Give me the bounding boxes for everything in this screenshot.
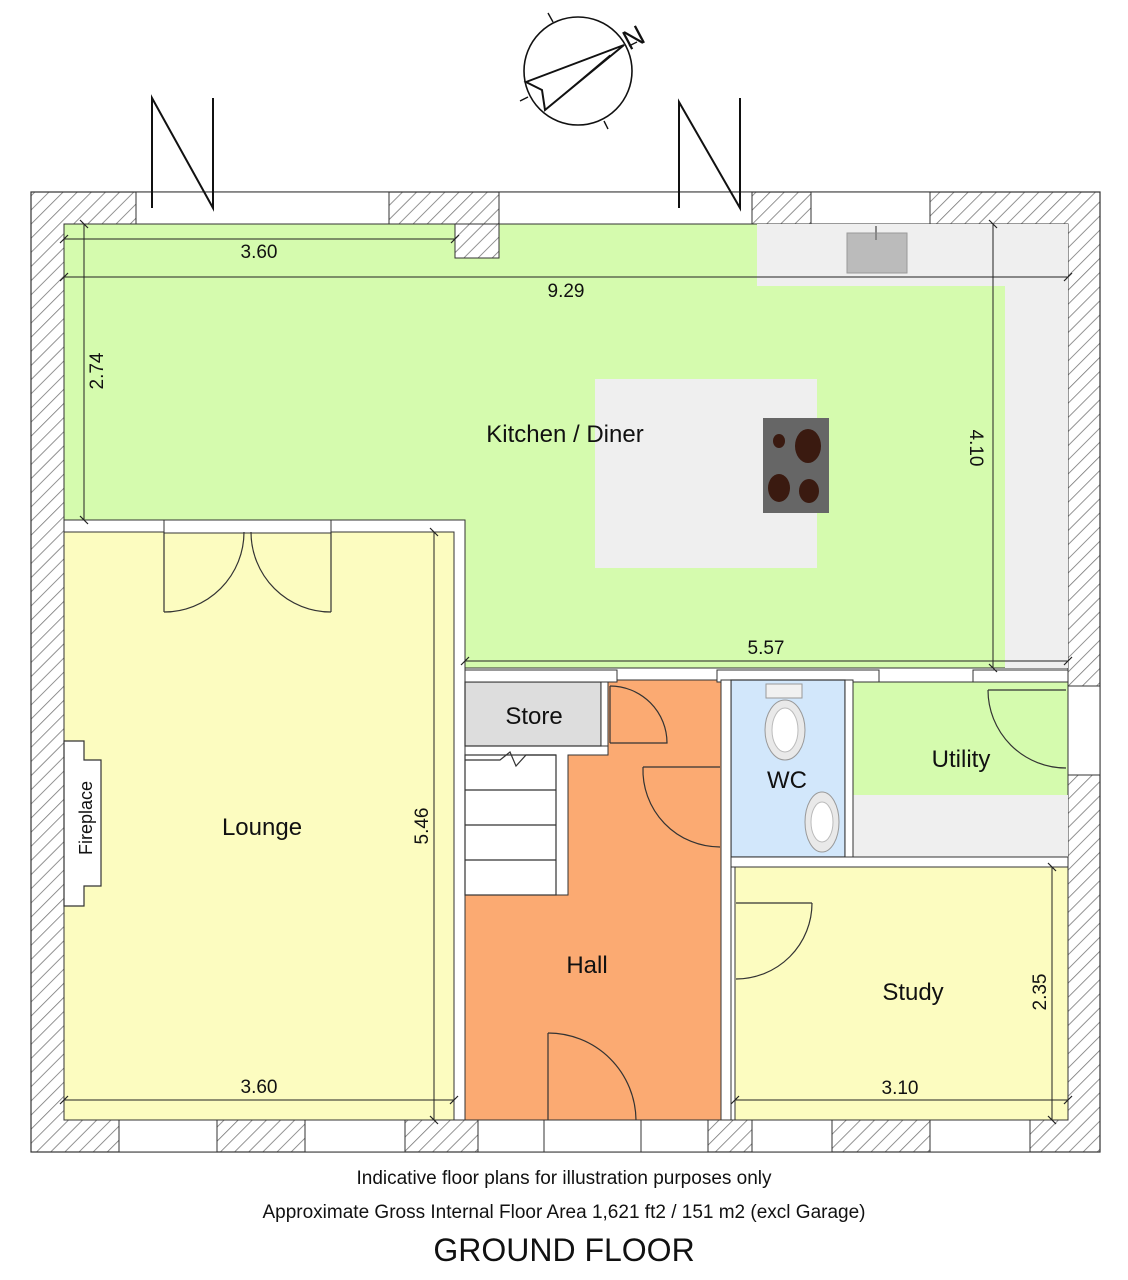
dim-lounge-width: 3.60	[241, 1077, 278, 1098]
window-hall-front-door	[543, 1119, 642, 1153]
dim-kitchen-top: 3.60	[241, 242, 278, 263]
dim-kitchen-bottom: 5.57	[748, 638, 785, 659]
dim-kitchen-right: 4.10	[965, 430, 986, 467]
stairs	[464, 751, 557, 896]
dimension-labels: 3.60 9.29 2.74 4.10 5.57 5.46 3.60 2.35 …	[87, 242, 1051, 1099]
study-door	[735, 902, 813, 980]
store-floor	[464, 681, 602, 747]
dim-study-width: 3.10	[882, 1078, 919, 1099]
window-kitchen-left	[135, 191, 390, 225]
compass-icon: N	[519, 12, 650, 130]
window-hall-bottom-1	[477, 1119, 545, 1153]
floor-area-text: Approximate Gross Internal Floor Area 1,…	[262, 1202, 866, 1223]
dim-kitchen-left: 2.74	[87, 352, 108, 389]
toilet-icon	[764, 683, 806, 761]
room-label-wc: WC	[767, 767, 807, 794]
window-utility-right	[1067, 685, 1101, 776]
room-labels: Kitchen / Diner Lounge Store Hall WC Uti…	[76, 421, 990, 1006]
room-label-hall: Hall	[566, 952, 607, 979]
fireplace-label: Fireplace	[76, 781, 96, 855]
window-kitchen-right	[810, 191, 931, 225]
wall-pillar	[454, 223, 500, 259]
window-hall-bottom-2	[640, 1119, 709, 1153]
window-kitchen-middle	[498, 191, 753, 225]
utility-door	[987, 689, 1067, 769]
disclaimer-text: Indicative floor plans for illustration …	[356, 1168, 772, 1189]
room-label-study: Study	[882, 979, 943, 1006]
windows	[118, 191, 1101, 1153]
hall-doors	[547, 685, 721, 1121]
lounge-wall	[63, 519, 466, 1121]
dimension-lines	[59, 219, 1073, 1125]
room-label-lounge: Lounge	[222, 814, 302, 841]
dim-kitchen-overall: 9.29	[548, 281, 585, 302]
window-study-bottom	[751, 1119, 833, 1153]
floor-title: GROUND FLOOR	[433, 1232, 695, 1268]
study-floor	[734, 866, 1069, 1121]
utility-counter	[853, 795, 1068, 857]
dim-lounge-height: 5.46	[412, 808, 433, 845]
window-lounge-bottom-2	[304, 1119, 406, 1153]
fireplace	[63, 740, 102, 907]
dim-study-height: 2.35	[1030, 974, 1051, 1011]
room-label-store: Store	[505, 703, 562, 730]
floor-plan: 3.60 9.29 2.74 4.10 5.57 5.46 3.60 2.35 …	[30, 12, 1101, 1153]
basin-icon	[804, 791, 840, 853]
window-study-bottom-2	[929, 1119, 1031, 1153]
lounge-floor	[63, 531, 455, 1121]
room-label-kitchen-diner: Kitchen / Diner	[486, 421, 643, 448]
kitchen-island	[595, 379, 829, 568]
window-lounge-bottom-1	[118, 1119, 218, 1153]
room-label-utility: Utility	[932, 746, 991, 773]
kitchen-lower-wall	[464, 669, 1069, 683]
lounge-double-door	[163, 531, 332, 613]
elevation-markers	[151, 94, 741, 212]
